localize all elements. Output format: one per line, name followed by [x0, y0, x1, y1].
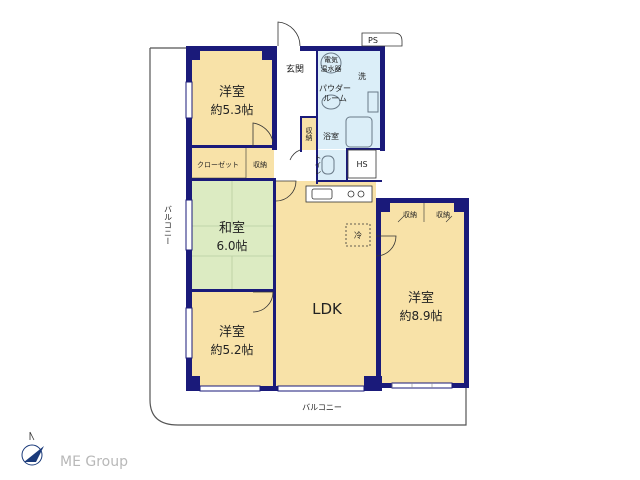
tatami-grid — [191, 181, 274, 291]
windows — [185, 81, 453, 392]
balcony-left-label: バルコニー — [164, 205, 173, 245]
powder-room-label-2: ルーム — [323, 94, 347, 103]
western-room-3-floor — [378, 202, 464, 386]
entrance-label: 玄関 — [286, 63, 304, 75]
hs-box — [347, 149, 377, 179]
bath-label: 浴室 — [323, 131, 339, 141]
ldk-floor — [276, 181, 376, 386]
western-room-1-floor — [191, 49, 274, 147]
balcony-outline — [149, 47, 467, 426]
compass-icon — [21, 431, 44, 466]
room-western-2-size: 約5.2帖 — [210, 342, 253, 357]
hs-label: HS — [356, 160, 367, 169]
closet-floor — [191, 148, 274, 180]
room-western-3-name: 洋室 — [408, 290, 434, 306]
storage-r1-label: 収納 — [403, 210, 417, 219]
room-western-1-name: 洋室 — [219, 84, 245, 100]
room-western-1-size: 約5.3帖 — [210, 102, 253, 117]
balcony-bottom-label: バルコニー — [302, 403, 342, 412]
ps-tag — [361, 32, 403, 47]
bath-fixtures — [320, 52, 379, 175]
water-heater-label-1: 電気 — [324, 55, 338, 64]
dimension-marks — [391, 383, 433, 388]
washitsu-floor — [191, 181, 274, 291]
room-washitsu-name: 和室 — [219, 220, 245, 236]
wash-label: 洗 — [358, 71, 366, 81]
wet-area-floor — [318, 49, 380, 149]
closet-storage-label: 収納 — [253, 160, 267, 169]
room-ldk-name: LDK — [312, 300, 343, 318]
fridge-label: 冷 — [354, 230, 362, 240]
storage-small-label: 収納 — [305, 127, 313, 142]
powder-room-label-1: パウダー — [319, 83, 351, 93]
toilet-floor — [318, 150, 346, 182]
room-western-2-name: 洋室 — [219, 324, 245, 340]
water-heater-label-2: 温水器 — [321, 64, 342, 73]
storage-r2-label: 収納 — [436, 210, 450, 219]
western-room-2-floor — [191, 292, 274, 386]
room-washitsu-size: 6.0帖 — [216, 238, 247, 253]
kitchen-counter — [305, 185, 373, 247]
closet-label: クローゼット — [197, 160, 239, 169]
ps-label: PS — [368, 36, 378, 45]
toilet-label: トイレ — [314, 154, 322, 175]
brand-label: ME Group — [60, 454, 128, 470]
door-swings — [252, 21, 397, 313]
room-western-3-size: 約8.9帖 — [399, 308, 442, 323]
storage-marks — [191, 148, 453, 223]
storage-small-floor — [302, 118, 316, 150]
